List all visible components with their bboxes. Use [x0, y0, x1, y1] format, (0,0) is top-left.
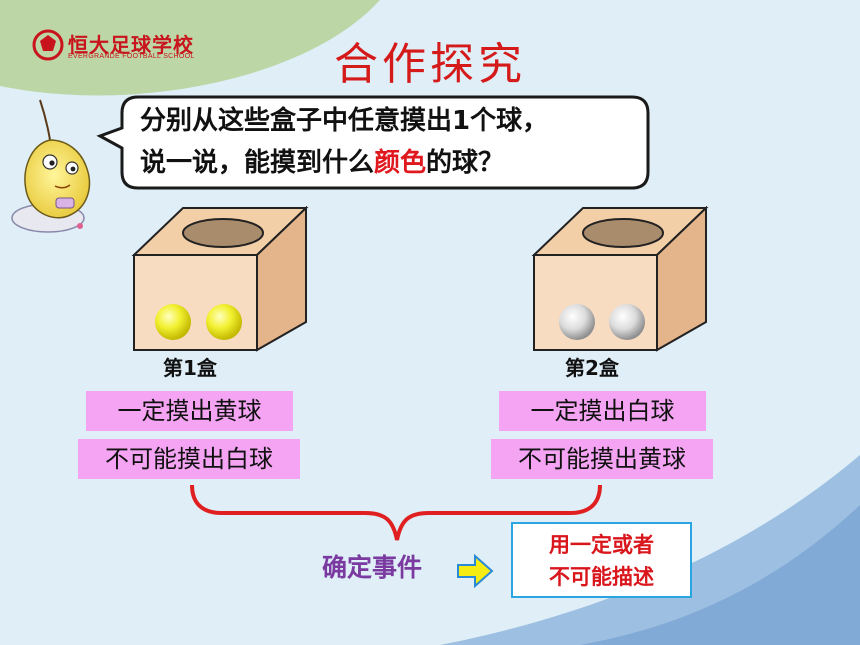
speech-bubble [96, 95, 650, 190]
pear-mascot-icon [11, 99, 91, 233]
blue-swoosh-inner [580, 505, 860, 645]
red-bracket [190, 484, 602, 541]
green-swoosh [0, 0, 380, 96]
note-line-2: 不可能描述 [549, 565, 654, 589]
yellow-ball [206, 304, 242, 340]
box-2-statement-certain: 一定摸出白球 [499, 391, 706, 431]
box-1-statement-impossible: 不可能摸出白球 [78, 439, 300, 479]
logo-subtitle: EVERGRANDE FOOTBALL SCHOOL [68, 53, 195, 60]
white-ball [609, 304, 645, 340]
box-2 [531, 205, 709, 352]
question-text: 分别从这些盒子中任意摸出1个球， 说一说，能摸到什么颜色的球？ [140, 100, 660, 184]
white-ball [559, 304, 595, 340]
box-2-statement-impossible: 不可能摸出黄球 [491, 439, 713, 479]
note-line-1: 用一定或者 [549, 533, 654, 557]
logo-emblem-icon [32, 29, 64, 61]
box-1-statement-certain: 一定摸出黄球 [86, 391, 293, 431]
arrow-right-icon [457, 553, 494, 589]
page-title: 合作探究 [334, 39, 526, 90]
box-2-label: 第2盒 [565, 356, 619, 380]
box-1 [131, 205, 309, 352]
yellow-ball [155, 304, 191, 340]
note-box: 用一定或者 不可能描述 [511, 522, 692, 598]
question-line-2: 说一说，能摸到什么颜色的球？ [140, 148, 505, 178]
conclusion-label: 确定事件 [322, 553, 423, 582]
question-line-1: 分别从这些盒子中任意摸出1个球， [140, 106, 549, 136]
highlight-color-word: 颜色 [374, 148, 427, 178]
box-1-label: 第1盒 [163, 356, 217, 380]
logo-name: 恒大足球学校 [68, 33, 194, 57]
logo: 恒大足球学校 EVERGRANDE FOOTBALL SCHOOL [28, 26, 218, 66]
